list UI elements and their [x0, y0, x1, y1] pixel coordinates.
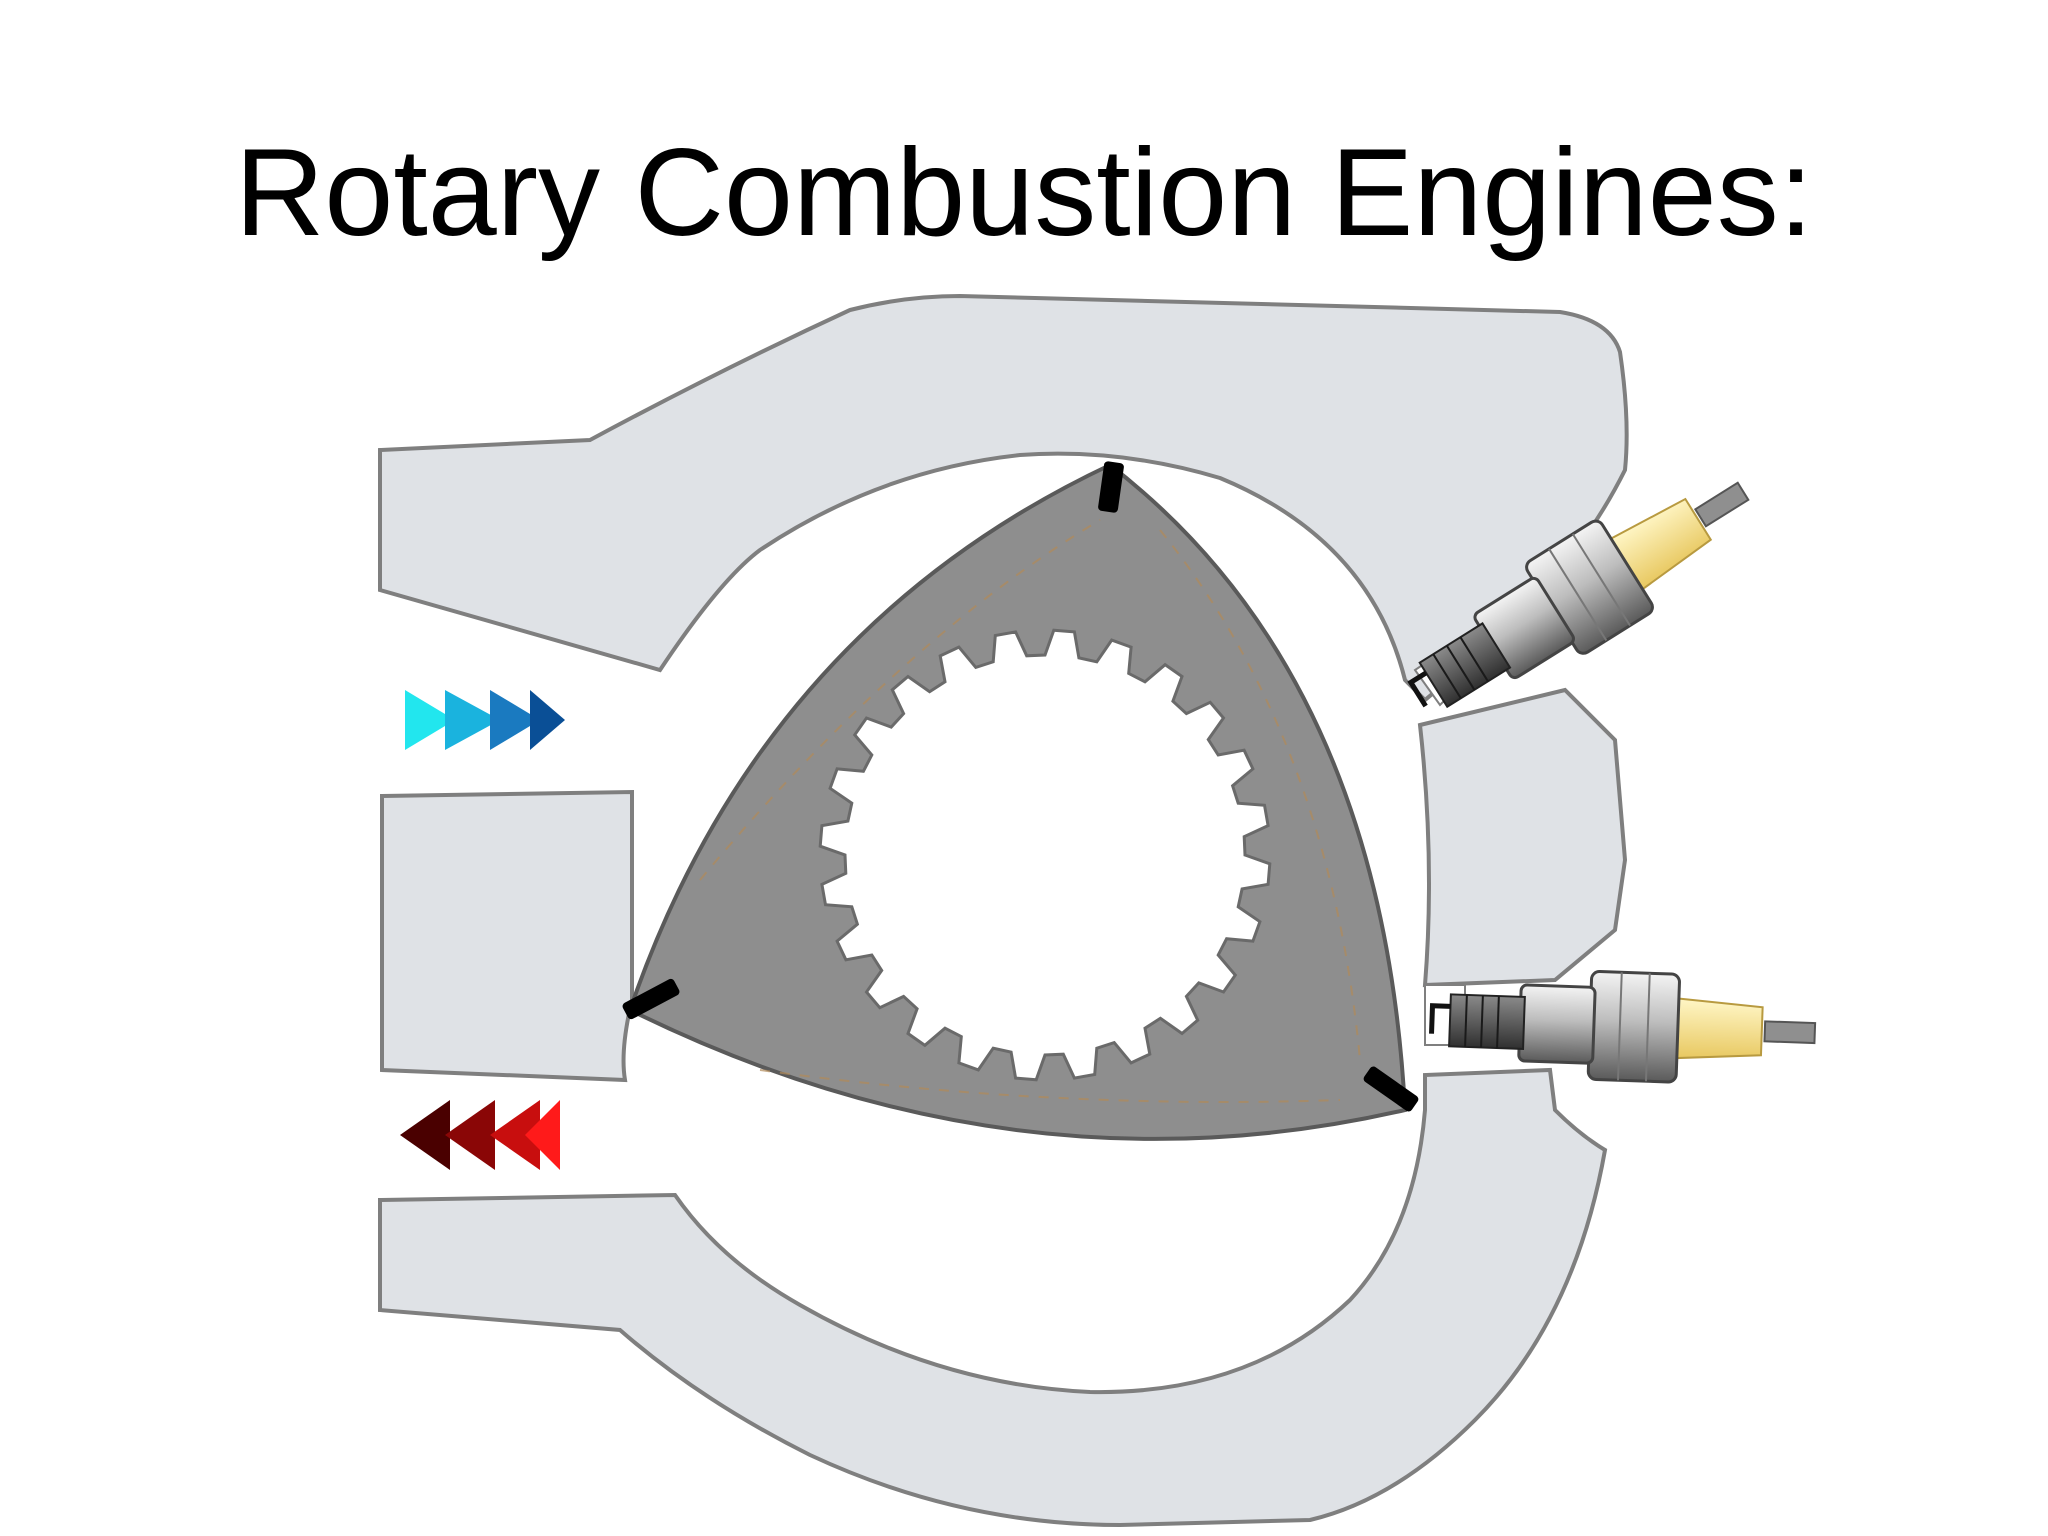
intake-arrows-icon [405, 690, 565, 750]
lower-housing [378, 1067, 1608, 1528]
internal-gear [818, 628, 1272, 1082]
apex-seal-top [1098, 461, 1124, 513]
exhaust-arrows-icon [400, 1100, 560, 1170]
apex-seal-right [1363, 1066, 1419, 1112]
left-block [380, 789, 634, 1083]
rotor-face-lines [699, 519, 1361, 1103]
apex-seal-left [622, 978, 680, 1020]
slide-title: Rotary Combustion Engines: [234, 124, 1814, 262]
right-middle-housing [1417, 687, 1628, 988]
